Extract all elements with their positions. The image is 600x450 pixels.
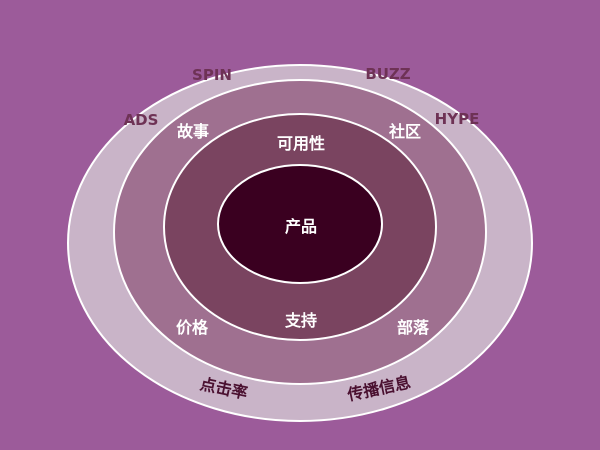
support-label: 支持: [284, 311, 317, 330]
hype-label: HYPE: [435, 110, 480, 128]
spin-label: SPIN: [192, 66, 232, 84]
buzz-label: BUZZ: [365, 65, 410, 83]
core-circle: [217, 164, 383, 284]
core-label: 产品: [285, 217, 317, 236]
story-label: 故事: [177, 122, 209, 141]
community-label: 社区: [388, 122, 421, 141]
price-label: 价格: [176, 318, 209, 337]
tribe-label: 部落: [397, 318, 430, 337]
usability-label: 可用性: [277, 134, 325, 153]
ads-label: ADS: [124, 111, 159, 129]
